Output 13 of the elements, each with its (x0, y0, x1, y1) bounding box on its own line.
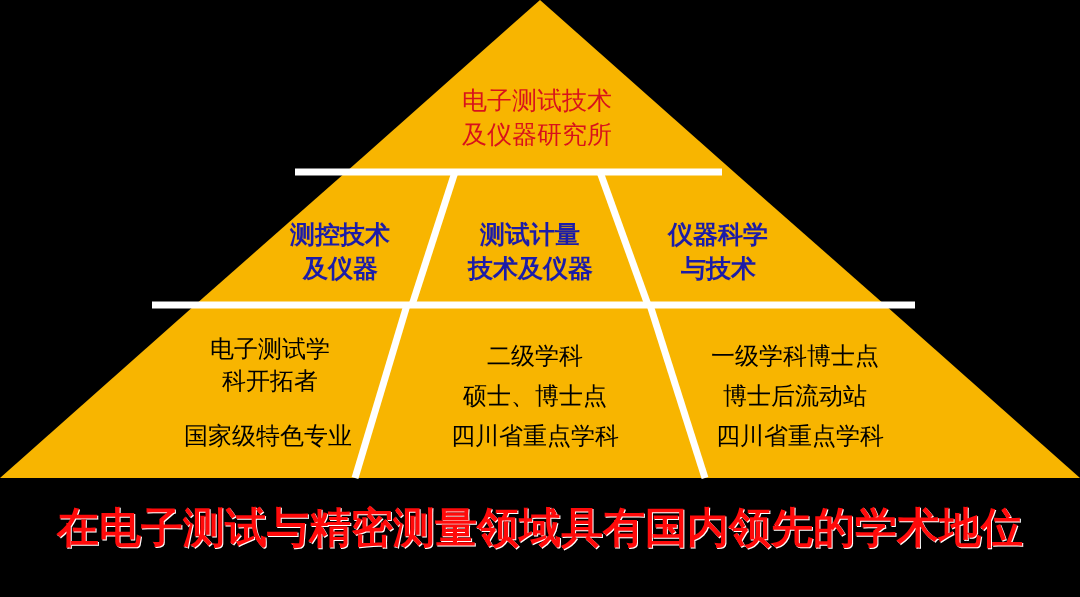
credential-text: 博士后流动站 (723, 381, 867, 412)
credential-text: 四川省重点学科 (716, 421, 884, 452)
credential-text: 四川省重点学科 (451, 421, 619, 452)
discipline-name: 测试计量技术及仪器 (467, 219, 593, 285)
credential-text: 一级学科博士点 (711, 341, 879, 372)
discipline-name: 仪器科学与技术 (668, 219, 768, 285)
institute-name: 电子测试技术及仪器研究所 (462, 85, 612, 151)
discipline-name: 测控技术及仪器 (290, 219, 390, 285)
slogan-text: 在电子测试与精密测量领域具有国内领先的学术地位 (57, 502, 1023, 554)
credential-text: 电子测试学科开拓者 (210, 334, 330, 398)
credential-text: 国家级特色专业 (184, 421, 352, 452)
credential-text: 硕士、博士点 (463, 381, 607, 412)
credential-text: 二级学科 (487, 341, 583, 372)
